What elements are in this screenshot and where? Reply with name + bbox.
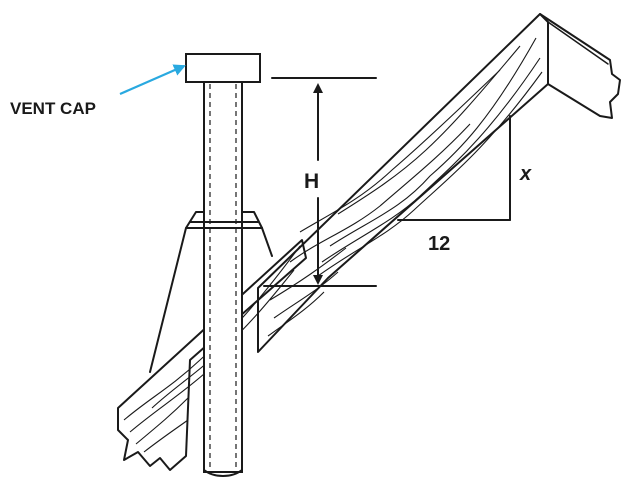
run-label: 12 [428,233,450,255]
vent-pipe [203,81,243,477]
vent-cap-leader-arrow [119,64,186,96]
collar-band [186,221,263,229]
rafter-upper [257,13,621,353]
slope-triangle [397,115,511,221]
vent-cap-label: VENT CAP [10,99,96,118]
rise-label: x [519,163,532,185]
vent-cap [185,53,261,83]
height-dimension [263,77,377,287]
height-label: H [304,170,319,193]
